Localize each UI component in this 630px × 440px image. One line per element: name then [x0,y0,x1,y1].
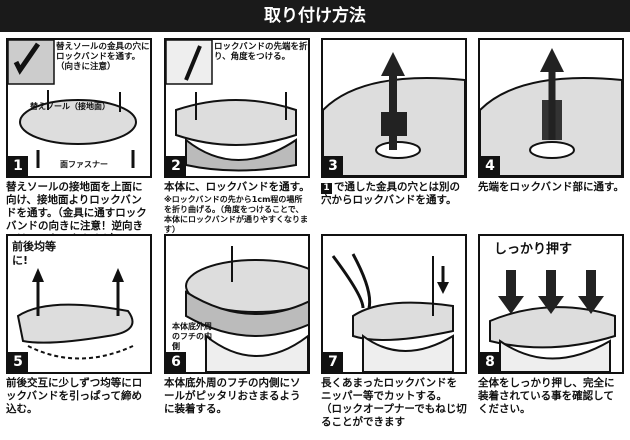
step-7: 7 長くあまったロックバンドをニッパー等でカットする。 （ロックオープナーでもね… [321,234,467,429]
step-3-illustration: 3 [321,38,467,178]
step-6-illustration: 本体底外周のフチの内側 6 [164,234,310,374]
step-number: 5 [8,352,28,372]
step-1: 替えソールの金具の穴にロックバンドを通す。（向きに注意） 替えソール（接地面） … [6,38,152,246]
band-bend-illustration [166,40,297,172]
sole-label: 替えソール（接地面） [30,102,110,111]
page-title: 取り付け方法 [0,0,630,32]
sole-fit-illustration [185,246,308,372]
rim-label: 本体底外周のフチの内側 [172,322,212,351]
step-7-caption: 長くあまったロックバンドをニッパー等でカットする。 [321,377,458,402]
step-4: 4 先端をロックバンド部に通す。 [478,38,624,194]
press-sole-illustration [489,270,616,372]
step-8-illustration: しっかり押す 8 [478,234,624,374]
tighten-band-illustration [16,268,134,360]
fastener-label: 面ファスナー [60,160,108,169]
step-4-illustration: 4 [478,38,624,178]
step-number: 1 [8,156,28,176]
step-6: 本体底外周のフチの内側 6 本体底外周のフチの内側にソールがピッタリおさまるよう… [164,234,310,416]
step-8-caption: 全体をしっかり押し、完全に装着されている事を確認してください。 [478,377,615,415]
step-number: 3 [323,156,343,176]
step-7-illustration: 7 [321,234,467,374]
step-8-callout: しっかり押す [494,242,573,258]
step-number: 8 [480,352,500,372]
step-number: 2 [166,156,186,176]
step-2: ロックバンドの先端を折り、角度をつける。 2 本体に、ロックバンドを通す。 ※ロ… [164,38,310,235]
step-number: 6 [166,352,186,372]
step-2-callout: ロックバンドの先端を折り、角度をつける。 [214,42,308,62]
step-2-caption: 本体に、ロックバンドを通す。 [164,181,310,193]
step-5-callout: 前後均等に! [12,240,56,268]
step-1-caption: 替えソールの接地面を上面に向け、接地面よりロックバンドを通す。（金具に通すロック… [6,181,147,245]
step-2-illustration: ロックバンドの先端を折り、角度をつける。 2 [164,38,310,178]
step-1-illustration: 替えソールの金具の穴にロックバンドを通す。（向きに注意） 替えソール（接地面） … [6,38,152,178]
cut-band-illustration [331,253,454,372]
step-8: しっかり押す 8 全体をしっかり押し、完全に装着されている事を確認してください。 [478,234,624,416]
band-through-hole-illustration [323,52,465,176]
sole-band-illustration [8,40,137,168]
step-5: 前後均等に! 5 前後交互に少しずつ均等にロックバンドを引っぱって締め込む。 [6,234,152,416]
step-1-callout: 替えソールの金具の穴にロックバンドを通す。（向きに注意） [56,42,150,72]
step-number: 4 [480,156,500,176]
step-6-caption: 本体底外周のフチの内側にソールがピッタリおさまるように装着する。 [164,377,301,415]
step-5-caption: 前後交互に少しずつ均等にロックバンドを引っぱって締め込む。 [6,377,143,415]
step-4-caption: 先端をロックバンド部に通す。 [478,181,624,193]
step-5-illustration: 前後均等に! 5 [6,234,152,374]
step-ref-badge: 1 [321,183,332,194]
step-7-note: （ロックオープナーでもねじ切ることができます [321,403,467,428]
step-2-note: ※ロックバンドの先から1cm程の場所を折り曲げる。（角度をつけることで、本体にロ… [164,195,308,234]
band-tip-illustration [480,48,622,176]
step-number: 7 [323,352,343,372]
